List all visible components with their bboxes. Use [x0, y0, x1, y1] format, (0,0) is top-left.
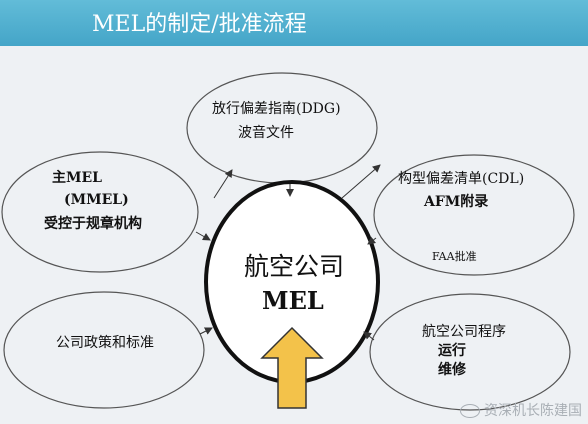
wechat-icon — [460, 404, 480, 418]
node-cdl-afm: AFM附录 — [424, 194, 489, 210]
watermark: 资深机长陈建国 — [460, 400, 582, 420]
node-cdl-faa: FAA批准 — [432, 250, 477, 263]
node-cdl-title: 构型偏差清单(CDL) — [398, 171, 525, 187]
arrow-center-to-ddg — [213, 169, 233, 199]
center-mel: MEL — [262, 286, 324, 315]
center-title: 航空公司 — [244, 252, 345, 281]
arrow-cdl-to-center — [367, 236, 377, 245]
node-cdl-ellipse — [373, 154, 575, 276]
arrow-procedure-to-center — [363, 331, 375, 341]
node-mmel-ellipse — [1, 151, 199, 273]
arrow-center-to-cdl — [341, 164, 381, 199]
node-mmel-note: 受控于规章机构 — [44, 216, 142, 232]
node-ddg-title: 放行偏差指南(DDG) — [212, 101, 341, 117]
node-ddg-subtitle: 波音文件 — [238, 125, 294, 141]
node-mmel-abbr: (MMEL) — [64, 192, 129, 208]
node-policy-title: 公司政策和标准 — [56, 335, 154, 351]
node-procedure-mx: 维修 — [438, 362, 466, 378]
title-bar: MEL的制定/批准流程 — [0, 0, 588, 46]
arrow-policy-to-center — [199, 327, 213, 335]
node-procedure-ellipse — [369, 293, 571, 411]
node-mmel-title: 主MEL — [52, 170, 103, 186]
node-procedure-title: 航空公司程序 — [422, 324, 506, 340]
yellow-up-arrow — [260, 326, 324, 409]
node-procedure-ops: 运行 — [438, 343, 466, 359]
watermark-text: 资深机长陈建国 — [484, 403, 582, 419]
page-title: MEL的制定/批准流程 — [92, 12, 307, 37]
node-policy-ellipse — [3, 291, 205, 409]
arrow-mmel-to-center — [195, 231, 211, 241]
